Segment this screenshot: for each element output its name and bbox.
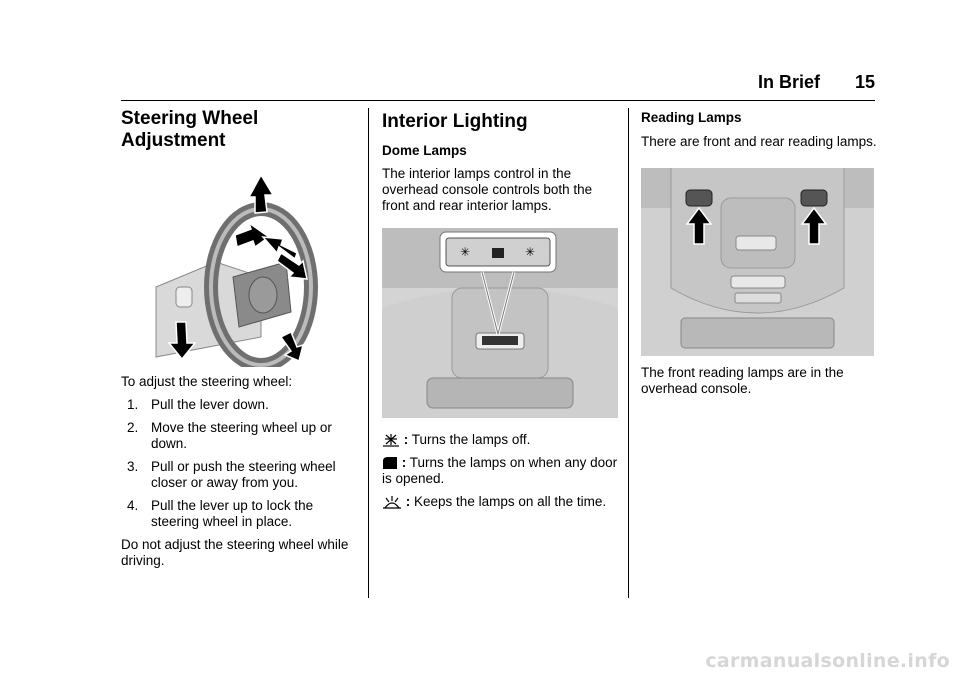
dome-lamps-text: The interior lamps control in the overhe… — [382, 166, 593, 213]
list-item: 1.Pull the lever down. — [127, 397, 269, 412]
dome-lamps-heading: Dome Lamps — [382, 143, 467, 158]
column-divider — [628, 108, 629, 598]
lamp-off-icon — [383, 434, 399, 447]
reading-lamp-figure — [641, 168, 874, 356]
list-item: 2.Move the steering wheel up or down. — [127, 420, 332, 451]
footer-watermark: carmanualsonline.info — [705, 650, 950, 672]
page-number: 15 — [854, 72, 875, 92]
reading-intro: There are front and rear reading lamps. — [641, 134, 877, 149]
reading-lamps-heading: Reading Lamps — [641, 110, 742, 125]
icon-item: : Keeps the lamps on all the time. — [382, 494, 618, 510]
svg-text:✳: ✳ — [460, 245, 470, 259]
icon-item: : Turns the lamps on when any door is op… — [382, 455, 618, 486]
section-title: In Brief — [757, 72, 820, 92]
lamp-on-icon — [383, 496, 401, 509]
interior-title: Interior Lighting — [382, 111, 528, 132]
svg-text:✳: ✳ — [525, 245, 535, 259]
interior-column: Interior Lighting Dome Lamps The interio… — [382, 108, 618, 510]
steering-column: Steering Wheel Adjustment To adjust the … — [121, 108, 359, 569]
page-header: In Brief 15 — [121, 70, 875, 101]
steering-title: Steering Wheel Adjustment — [121, 108, 259, 151]
steering-wheel-figure — [121, 167, 359, 367]
reading-column: Reading Lamps There are front and rear r… — [641, 108, 877, 397]
icon-item: : Turns the lamps off. — [382, 432, 618, 448]
steering-caution: Do not adjust the steering wheel while d… — [121, 537, 349, 568]
reading-location: The front reading lamps are in the overh… — [641, 365, 844, 396]
door-icon — [383, 457, 397, 469]
list-item: 4.Pull the lever up to lock the steering… — [127, 498, 314, 529]
list-item: 3.Pull or push the steering wheel closer… — [127, 459, 336, 490]
steering-intro: To adjust the steering wheel: — [121, 374, 293, 389]
steering-steps: 1.Pull the lever down. 2.Move the steeri… — [121, 397, 359, 530]
dome-lamp-figure: ✳ ✳ — [382, 228, 618, 418]
column-divider — [368, 108, 369, 598]
